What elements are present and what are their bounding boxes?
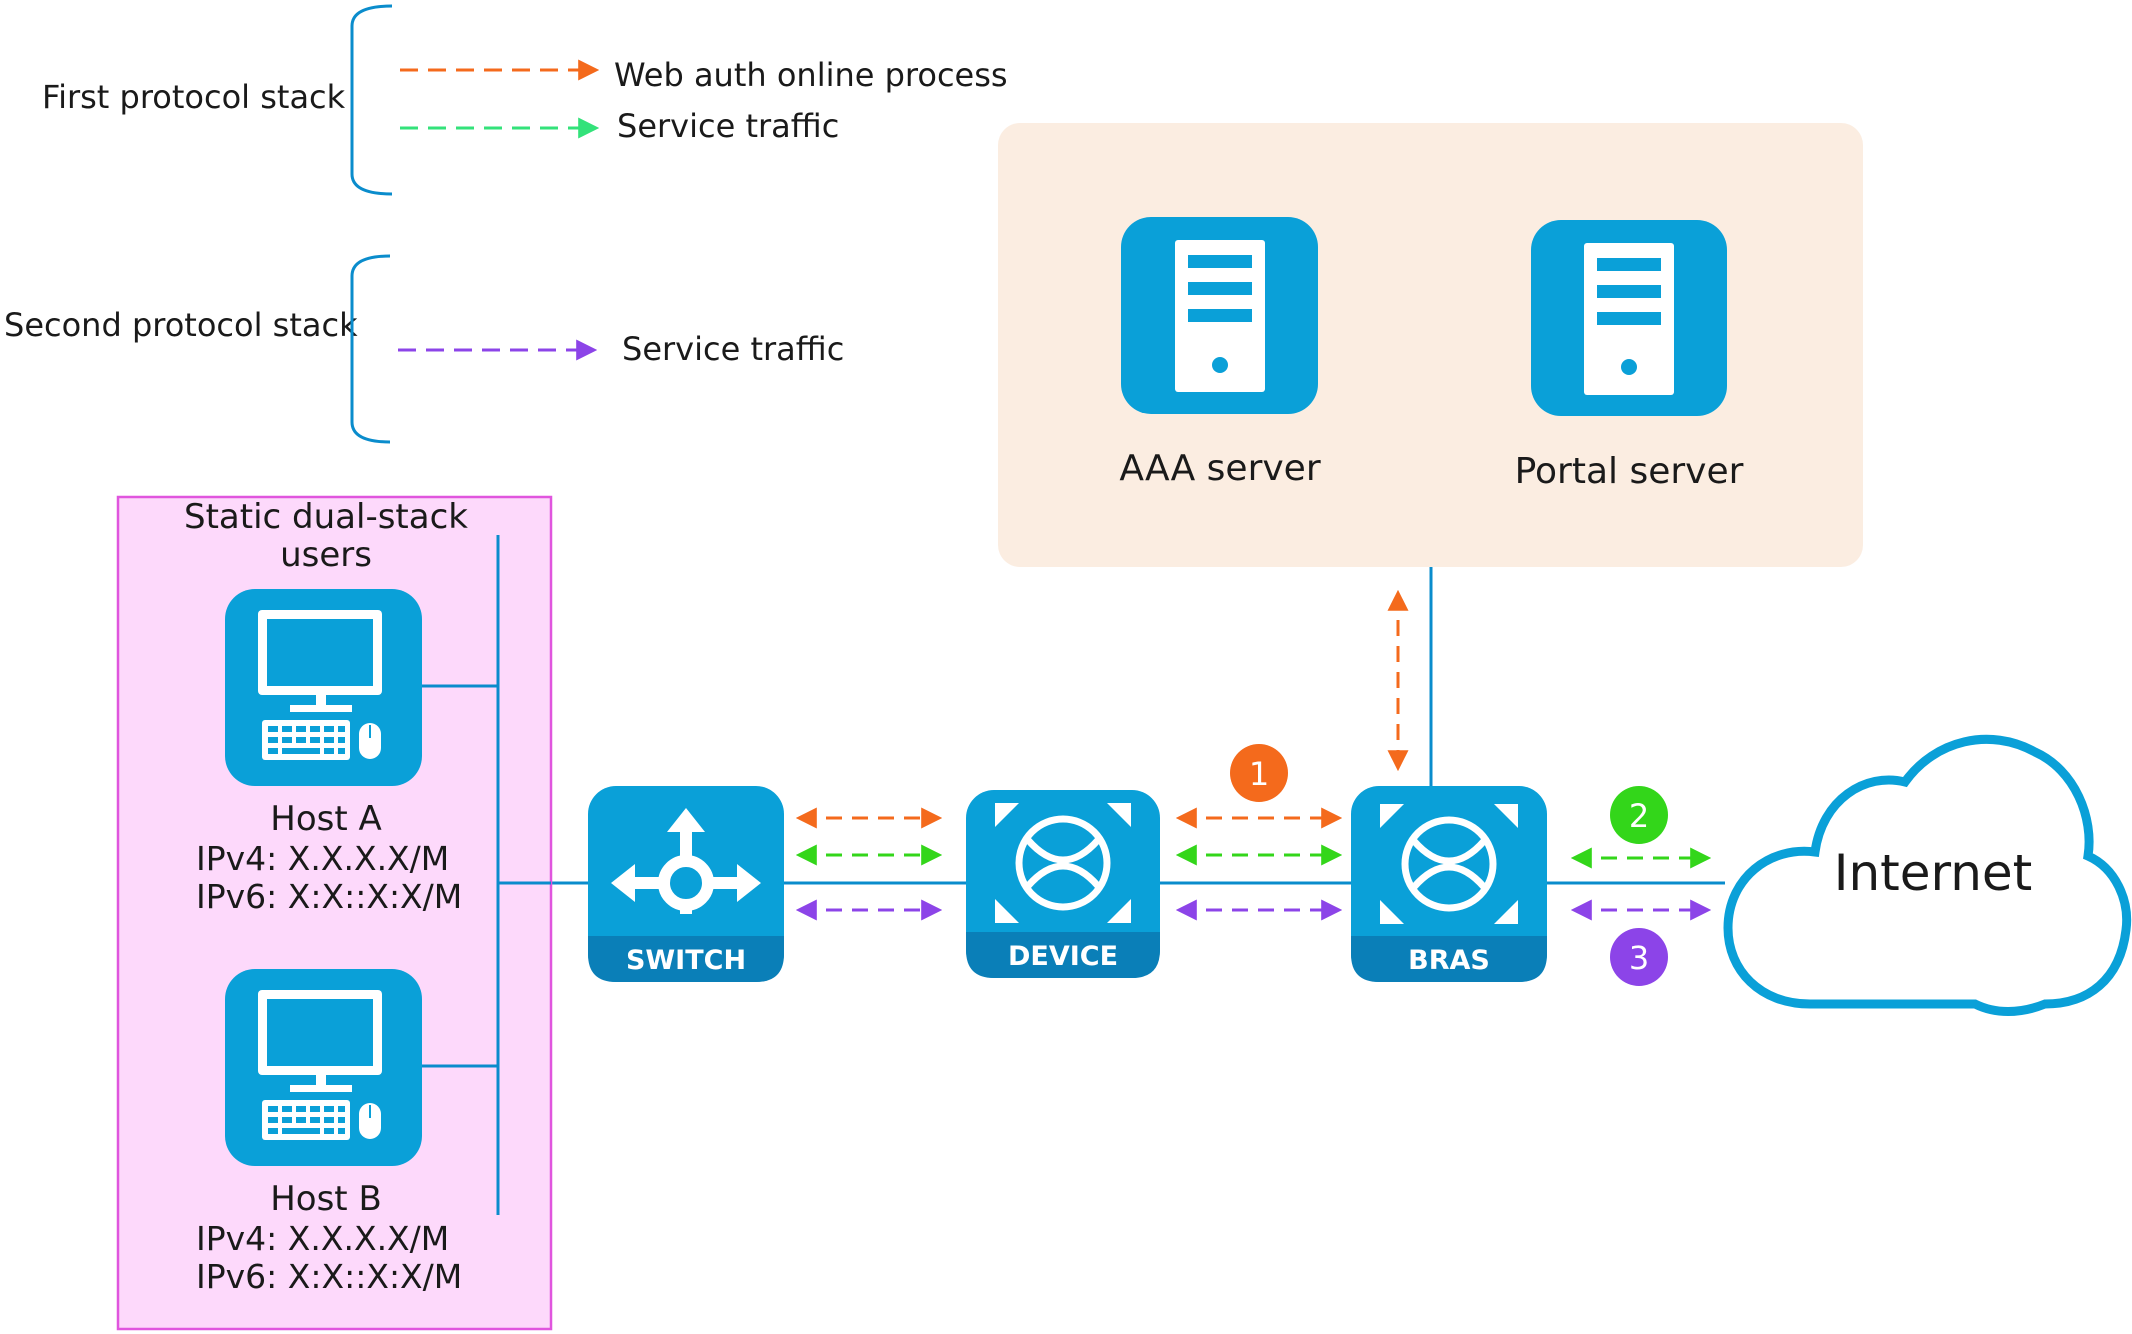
bras[interactable]: BRAS bbox=[1351, 786, 1547, 982]
aaa-server-label: AAA server bbox=[1119, 448, 1320, 489]
switch-label: SWITCH bbox=[626, 945, 746, 976]
host-a-ipv4: IPv4: X.X.X.X/M bbox=[196, 839, 449, 878]
cloud-icon bbox=[1723, 734, 2132, 1016]
device[interactable]: DEVICE bbox=[966, 790, 1160, 978]
user-group-label-line1: Static dual-stack bbox=[184, 497, 468, 537]
device-label: DEVICE bbox=[1008, 941, 1118, 972]
server-icon bbox=[1175, 240, 1265, 392]
aaa-server[interactable]: AAA server bbox=[1119, 217, 1321, 489]
step-badge-1-number: 1 bbox=[1249, 755, 1269, 793]
host-b-name: Host B bbox=[270, 1179, 382, 1219]
traffic-arrows bbox=[795, 589, 1712, 921]
router-icon bbox=[1380, 804, 1518, 924]
bras-icon-tile bbox=[1351, 786, 1547, 982]
step-badge-1: 1 bbox=[1230, 744, 1288, 802]
portal-server[interactable]: Portal server bbox=[1515, 220, 1744, 492]
host-b-ipv4: IPv4: X.X.X.X/M bbox=[196, 1219, 449, 1258]
legend-second-stack-bracket bbox=[350, 254, 391, 444]
bras-label: BRAS bbox=[1408, 945, 1490, 976]
internet[interactable]: Internet bbox=[1723, 734, 2132, 1016]
legend-web-auth-label: Web auth online process bbox=[614, 56, 1008, 94]
router-icon bbox=[995, 803, 1131, 923]
step-badge-2-number: 2 bbox=[1629, 797, 1649, 835]
switch-arrows-icon bbox=[611, 808, 761, 914]
step-badge-2: 2 bbox=[1610, 786, 1668, 844]
server-panel: AAA server Portal server bbox=[998, 123, 1863, 567]
legend-first-stack-label: First protocol stack bbox=[42, 78, 346, 116]
computer-icon bbox=[258, 990, 382, 1140]
host-b-ipv6: IPv6: X:X::X:X/M bbox=[196, 1257, 462, 1296]
static-dual-stack-users: Static dual-stack users Host A IPv4: X bbox=[116, 495, 553, 1331]
device-icon-tile bbox=[966, 790, 1160, 978]
legend-second-stack-label: Second protocol stack bbox=[4, 306, 358, 344]
computer-icon bbox=[258, 610, 382, 760]
switch-icon-tile bbox=[588, 786, 784, 982]
legend-service-traffic-v6-label: Service traffic bbox=[622, 330, 844, 368]
user-group-label-line2: users bbox=[280, 535, 372, 575]
step-badge-3-number: 3 bbox=[1629, 939, 1649, 977]
portal-server-label: Portal server bbox=[1515, 451, 1744, 492]
host-b[interactable]: Host B IPv4: X.X.X.X/M IPv6: X:X::X:X/M bbox=[196, 969, 462, 1296]
server-icon bbox=[1584, 243, 1674, 395]
step-badge-3: 3 bbox=[1610, 928, 1668, 986]
internet-label: Internet bbox=[1834, 844, 2033, 902]
switch[interactable]: SWITCH bbox=[588, 786, 784, 982]
host-a[interactable]: Host A IPv4: X.X.X.X/M IPv6: X:X::X:X/M bbox=[196, 589, 462, 916]
legend: First protocol stack Web auth online pro… bbox=[4, 4, 1008, 444]
legend-first-stack-bracket bbox=[350, 4, 393, 196]
host-a-name: Host A bbox=[270, 799, 381, 839]
host-a-ipv6: IPv6: X:X::X:X/M bbox=[196, 877, 462, 916]
legend-service-traffic-v4-label: Service traffic bbox=[617, 107, 839, 145]
